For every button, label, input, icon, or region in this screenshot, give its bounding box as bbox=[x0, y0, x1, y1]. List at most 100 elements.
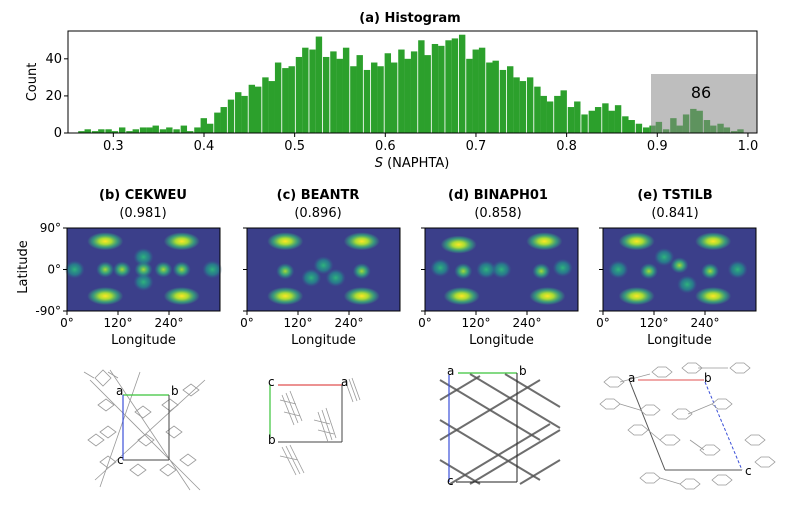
lon-tick-label: 240° bbox=[513, 316, 542, 330]
heatmap-blob bbox=[670, 257, 689, 274]
histogram-bar bbox=[390, 62, 398, 134]
heatmap-blob bbox=[608, 260, 629, 279]
x-tick-label: 0.6 bbox=[375, 139, 396, 154]
histogram-bar bbox=[377, 66, 384, 133]
histogram-bar bbox=[227, 99, 235, 133]
histogram-bar bbox=[262, 77, 269, 133]
y-tick-label: 20 bbox=[45, 89, 62, 104]
axis-label-d-b: b bbox=[519, 364, 527, 378]
lon-tick-label: 240° bbox=[155, 316, 184, 330]
histogram-title: (a) Histogram bbox=[359, 11, 460, 26]
histogram-bar bbox=[608, 110, 615, 133]
histogram-bar bbox=[132, 129, 139, 133]
histogram-bar bbox=[466, 58, 473, 134]
histogram-bar bbox=[431, 43, 439, 133]
histogram-bar bbox=[295, 56, 303, 133]
histogram-bar bbox=[486, 62, 493, 134]
axis-label-e-a: a bbox=[628, 371, 635, 385]
histogram-bar bbox=[478, 47, 486, 133]
heatmap-blob bbox=[202, 260, 223, 279]
x-tick-label: 1.0 bbox=[738, 139, 759, 154]
heatmap-panel: 0°120°240°Longitude bbox=[240, 227, 401, 348]
histogram-bar bbox=[410, 51, 418, 133]
histogram-bar bbox=[560, 90, 567, 133]
histogram-bar bbox=[186, 131, 194, 133]
longitude-label: Longitude bbox=[647, 333, 712, 348]
histogram-bar bbox=[507, 66, 514, 133]
histogram-bar bbox=[126, 131, 133, 133]
histogram-bar bbox=[588, 110, 596, 133]
histogram-bar bbox=[418, 40, 425, 133]
lon-tick-label: 0° bbox=[596, 316, 610, 330]
heatmap-blob bbox=[276, 263, 295, 280]
crystal-structure-b: a b c bbox=[83, 369, 206, 491]
x-tick-label: 0.9 bbox=[647, 139, 668, 154]
histogram-bar bbox=[594, 107, 602, 133]
axis-label-e-b: b bbox=[704, 371, 712, 385]
histogram-bar bbox=[540, 95, 547, 133]
heatmap-blob bbox=[440, 235, 477, 254]
heatmap-blob bbox=[343, 232, 380, 251]
histogram-bar bbox=[581, 114, 588, 133]
heatmap-blob bbox=[313, 256, 334, 275]
histogram-bar bbox=[118, 127, 126, 133]
histogram-frame bbox=[67, 30, 758, 134]
histogram-bar bbox=[342, 47, 350, 133]
histogram-bar bbox=[458, 34, 466, 133]
histogram-bar bbox=[350, 66, 357, 133]
histogram-bar bbox=[254, 86, 262, 133]
axis-label-e-c: c bbox=[745, 464, 752, 478]
heatmap-blob bbox=[87, 232, 124, 251]
heatmap-blob bbox=[267, 232, 304, 251]
heatmap-blob bbox=[491, 260, 512, 279]
panel-e-title: (e) TSTILB bbox=[637, 188, 712, 203]
heatmap-blob bbox=[727, 260, 748, 279]
histogram-bar bbox=[398, 49, 405, 133]
histogram-bar bbox=[274, 62, 282, 134]
histogram-bar bbox=[111, 131, 119, 133]
histogram-bar bbox=[248, 84, 256, 133]
x-tick-label: 0.3 bbox=[103, 139, 124, 154]
lon-tick-label: 240° bbox=[691, 316, 720, 330]
histogram-bar bbox=[451, 38, 459, 133]
histogram-bar bbox=[220, 107, 227, 133]
axis-label-d-c: c bbox=[447, 474, 454, 488]
axis-label-c-b: b bbox=[268, 433, 276, 447]
histogram-bar bbox=[534, 86, 541, 133]
heatmap-blob bbox=[134, 261, 153, 278]
histogram-bar bbox=[105, 129, 112, 133]
heatmap-blob bbox=[172, 261, 191, 278]
histogram-bar bbox=[513, 77, 520, 133]
panel-c-title: (c) BEANTR bbox=[277, 188, 360, 203]
histogram-bar bbox=[438, 45, 445, 133]
histogram-bar bbox=[642, 127, 650, 133]
histogram-bar bbox=[492, 60, 499, 133]
lon-tick-label: 240° bbox=[335, 316, 364, 330]
longitude-label: Longitude bbox=[469, 333, 534, 348]
x-tick-label: 0.4 bbox=[194, 139, 215, 154]
histogram-y-label: Count bbox=[25, 63, 40, 102]
lat-tick-label: 0° bbox=[47, 263, 61, 277]
lon-tick-label: 120° bbox=[284, 316, 313, 330]
heatmap-blob bbox=[133, 248, 154, 267]
heatmap-blob bbox=[618, 287, 655, 306]
panel-c-score: (0.896) bbox=[294, 206, 341, 221]
heatmap-blob bbox=[133, 272, 154, 291]
histogram-bar bbox=[173, 129, 180, 133]
heatmap-blob bbox=[526, 232, 563, 251]
axis-label-b-a: a bbox=[116, 384, 123, 398]
histogram-bar bbox=[309, 49, 316, 133]
heatmap-blob bbox=[154, 261, 173, 278]
histogram-bar bbox=[288, 66, 295, 133]
heatmap-blob bbox=[267, 287, 304, 306]
histogram-bar bbox=[322, 56, 330, 133]
histogram-bar bbox=[445, 40, 452, 133]
latitude-label: Latitude bbox=[16, 240, 31, 294]
panel-d-score: (0.858) bbox=[474, 206, 521, 221]
axis-label-c-a: a bbox=[341, 375, 348, 389]
histogram-bar bbox=[614, 105, 622, 133]
histogram-bar bbox=[91, 131, 99, 133]
